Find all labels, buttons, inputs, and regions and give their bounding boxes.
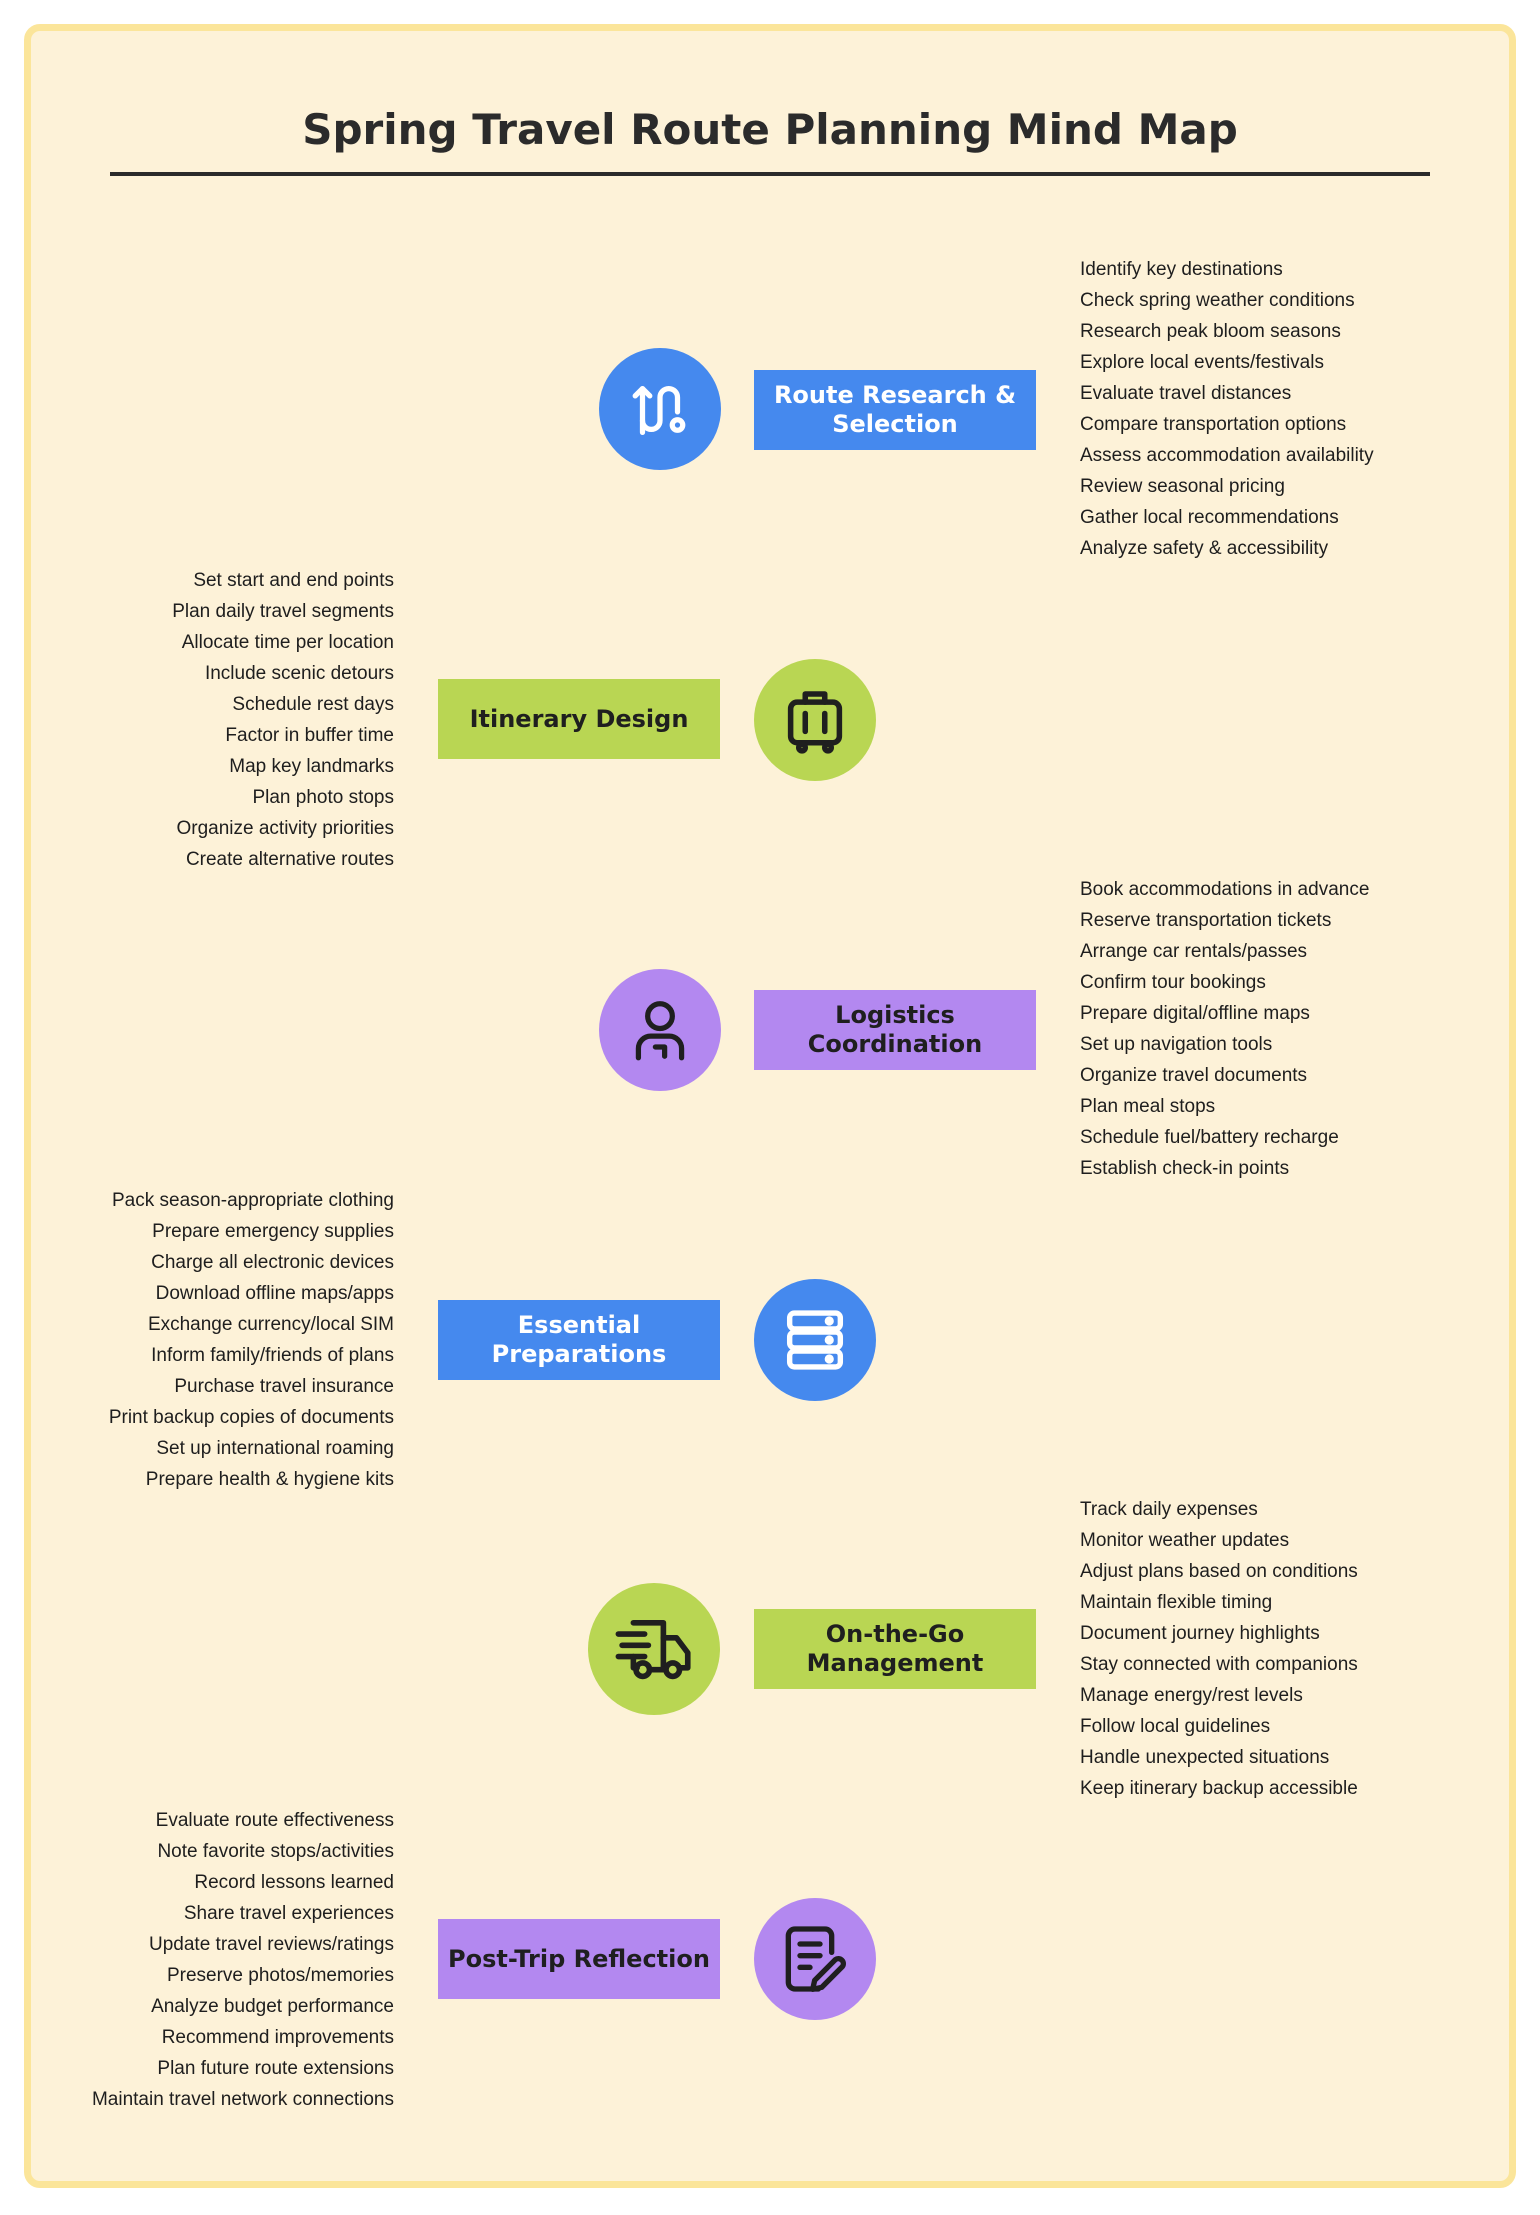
branch-item: Record lessons learned (194, 1872, 394, 1893)
branch-item: Schedule rest days (232, 694, 394, 715)
branch-item: Print backup copies of documents (108, 1407, 394, 1428)
branch-item: Manage energy/rest levels (1080, 1685, 1303, 1706)
branch-item: Update travel reviews/ratings (149, 1934, 394, 1955)
branch-item: Analyze safety & accessibility (1080, 538, 1329, 559)
branch-item: Plan future route extensions (157, 2058, 394, 2079)
branch-item: Map key landmarks (229, 756, 394, 777)
branch-item: Allocate time per location (181, 632, 394, 653)
notes-edit-icon (754, 1898, 876, 2020)
branch-item: Prepare emergency supplies (152, 1221, 394, 1242)
branch-label: Logistics Coordination (754, 990, 1036, 1070)
branch-label: On-the-Go Management (754, 1609, 1036, 1689)
branch-item: Organize travel documents (1080, 1065, 1308, 1086)
truck-icon (588, 1583, 720, 1715)
branch-label: Route Research & Selection (754, 370, 1036, 450)
branch-item: Prepare digital/offline maps (1080, 1003, 1310, 1024)
branch-item: Organize activity priorities (176, 818, 394, 839)
user-icon (599, 969, 721, 1091)
branch-item: Book accommodations in advance (1080, 879, 1370, 900)
branch-item: Confirm tour bookings (1080, 972, 1266, 993)
branch-item: Download offline maps/apps (155, 1283, 394, 1304)
branch-item: Set start and end points (193, 570, 394, 591)
page-title: Spring Travel Route Planning Mind Map (302, 105, 1238, 154)
branch-item: Maintain travel network connections (91, 2089, 394, 2110)
branch-item: Plan meal stops (1080, 1096, 1216, 1117)
title-divider (110, 172, 1430, 176)
branch-item: Adjust plans based on conditions (1080, 1561, 1358, 1582)
branch-item: Track daily expenses (1080, 1499, 1258, 1520)
luggage-icon (754, 659, 876, 781)
branch-item: Maintain flexible timing (1080, 1592, 1273, 1613)
branch-item: Factor in buffer time (225, 725, 394, 746)
branch-item: Pack season-appropriate clothing (111, 1190, 394, 1211)
branch-item: Preserve photos/memories (166, 1965, 394, 1986)
branch-item: Create alternative routes (185, 849, 394, 870)
branch-item: Evaluate route effectiveness (155, 1810, 394, 1831)
branch-item: Set up navigation tools (1080, 1034, 1273, 1055)
route-icon (599, 348, 721, 470)
branch-item: Evaluate travel distances (1080, 383, 1292, 404)
branch-item: Monitor weather updates (1080, 1530, 1290, 1551)
branch-item: Check spring weather conditions (1080, 290, 1355, 311)
branch-item: Arrange car rentals/passes (1080, 941, 1308, 962)
branch-item: Keep itinerary backup accessible (1080, 1778, 1358, 1799)
branch-item: Purchase travel insurance (174, 1376, 394, 1397)
branch-label: Itinerary Design (438, 679, 720, 759)
branch-item: Recommend improvements (161, 2027, 394, 2048)
branch-label: Post-Trip Reflection (438, 1919, 720, 1999)
branch-item: Review seasonal pricing (1080, 476, 1285, 497)
branch-item: Stay connected with companions (1080, 1654, 1358, 1675)
server-icon (754, 1279, 876, 1401)
branch-item: Compare transportation options (1080, 414, 1347, 435)
branch-item: Identify key destinations (1080, 259, 1283, 280)
branch-item: Analyze budget performance (151, 1996, 394, 2017)
branch-item: Include scenic detours (204, 663, 394, 684)
branch-item: Gather local recommendations (1080, 507, 1339, 528)
branch-item: Prepare health & hygiene kits (145, 1469, 394, 1490)
branch-item: Exchange currency/local SIM (147, 1314, 394, 1335)
branch-item: Note favorite stops/activities (157, 1841, 394, 1862)
branch-item: Establish check-in points (1080, 1158, 1290, 1179)
branch-item: Handle unexpected situations (1080, 1747, 1330, 1768)
branch-item: Assess accommodation availability (1080, 445, 1374, 466)
branch-item: Reserve transportation tickets (1080, 910, 1332, 931)
branch-item: Share travel experiences (183, 1903, 394, 1924)
branch-item: Explore local events/festivals (1080, 352, 1324, 373)
branch-item: Document journey highlights (1080, 1623, 1320, 1644)
branch-item: Research peak bloom seasons (1080, 321, 1341, 342)
branch-item: Charge all electronic devices (151, 1252, 394, 1273)
branch-item: Inform family/friends of plans (151, 1345, 394, 1366)
branch-item: Plan daily travel segments (172, 601, 394, 622)
branch-item: Plan photo stops (252, 787, 394, 808)
branch-item: Follow local guidelines (1080, 1716, 1271, 1737)
branch-label: Essential Preparations (438, 1300, 720, 1380)
branch-item: Set up international roaming (156, 1438, 394, 1459)
branch-item: Schedule fuel/battery recharge (1080, 1127, 1339, 1148)
